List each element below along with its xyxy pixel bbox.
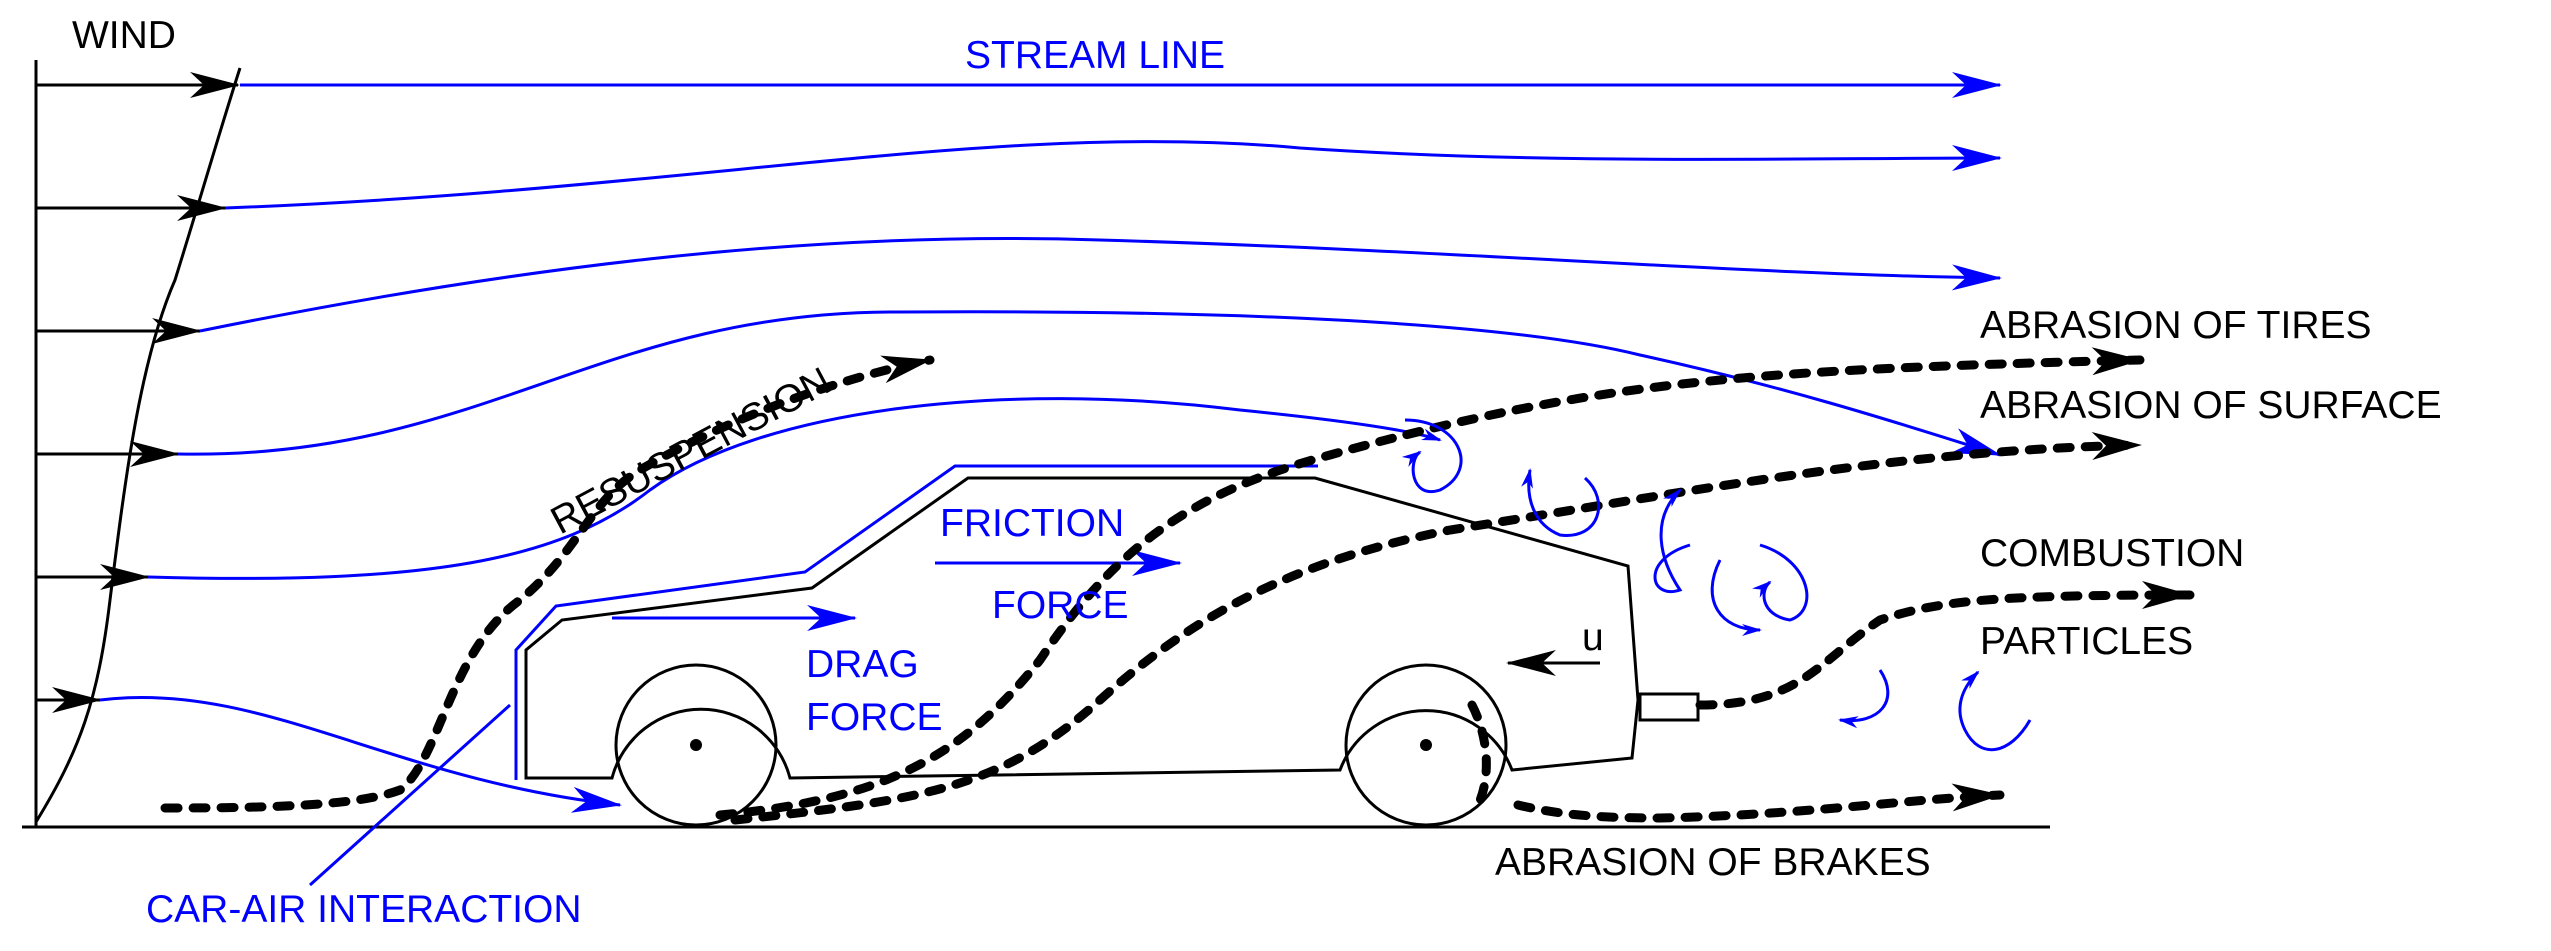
- front-wheel-hub: [690, 739, 702, 751]
- car-air-interaction-label: CAR-AIR INTERACTION: [146, 888, 582, 931]
- friction-force-label-line2: FORCE: [992, 584, 1129, 627]
- drag-force-label-line1: DRAG: [806, 643, 919, 686]
- particle-trails: [160, 347, 2195, 825]
- combustion-label-line2: PARTICLES: [1980, 620, 2193, 663]
- car-air-pointer: [308, 703, 512, 887]
- turbulence-swirls: [1401, 418, 2032, 752]
- wind-velocity-profile: [34, 67, 242, 823]
- car-body-outline: [524, 476, 1640, 780]
- car: [308, 464, 1700, 887]
- wind-arrows: [36, 72, 240, 713]
- wind-label: WIND: [72, 14, 176, 57]
- combustion-trail: [1695, 581, 2195, 710]
- stream-line-label: STREAM LINE: [965, 34, 1225, 77]
- rear-wheel: [1344, 663, 1508, 827]
- drag-force-label-line2: FORCE: [806, 696, 943, 739]
- car-air-boundary: [514, 464, 1318, 780]
- abrasion-brakes-label: ABRASION OF BRAKES: [1495, 841, 1931, 884]
- rear-wheel-hub: [1420, 739, 1432, 751]
- velocity-label: u: [1582, 616, 1604, 659]
- tire-spray-trail: [1467, 700, 1491, 810]
- exhaust-pipe: [1638, 692, 1700, 722]
- abrasion-tires-label: ABRASION OF TIRES: [1980, 304, 2372, 347]
- tires-trail: [715, 347, 2145, 820]
- stream-lines: [99, 72, 2002, 813]
- brakes-trail: [1513, 783, 2005, 823]
- resuspension-label: RESUSPENSION: [544, 359, 838, 542]
- abrasion-surface-label: ABRASION OF SURFACE: [1980, 384, 2442, 427]
- front-wheel: [614, 663, 778, 827]
- surface-trail: [730, 432, 2145, 825]
- combustion-label-line1: COMBUSTION: [1980, 532, 2244, 575]
- resuspension-trail: [160, 355, 935, 813]
- friction-force-label-line1: FRICTION: [940, 502, 1124, 545]
